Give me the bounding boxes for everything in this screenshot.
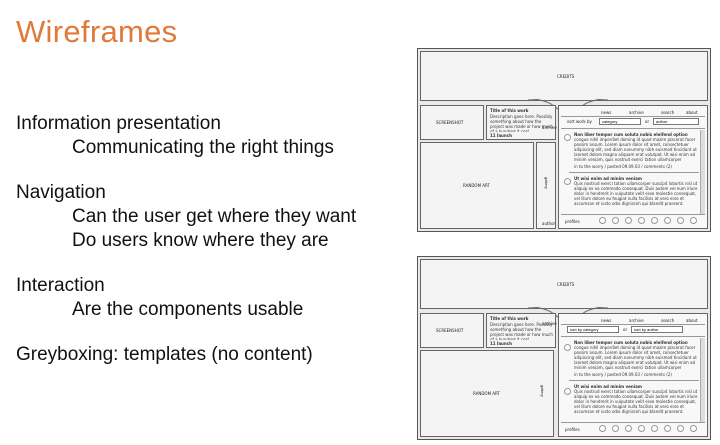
- screenshot-label: SCREENSHOT: [436, 328, 464, 333]
- sort-author-dropdown[interactable]: author: [653, 118, 699, 125]
- sort-or: or: [645, 119, 650, 124]
- post-text: congue nihil imperdiet doming id quod ma…: [574, 345, 697, 370]
- banner-label: CREDITS: [557, 74, 575, 79]
- post2-title[interactable]: Ut wisi enim ad minim veniam: [574, 384, 642, 389]
- bullet-list: Information presentation Communicating t…: [16, 112, 406, 367]
- random-art-label: RANDOM ART: [473, 391, 500, 396]
- profiles-link[interactable]: profiles: [565, 427, 580, 432]
- nav-about[interactable]: about: [686, 110, 698, 115]
- banner-box: CREDITS: [420, 51, 708, 101]
- slide-title: Wireframes: [16, 14, 178, 49]
- sort-label: sort work by: [567, 119, 592, 124]
- screenshot-box: SCREENSHOT: [420, 313, 484, 348]
- info-title: Title of this work: [490, 316, 529, 321]
- gallery-label: gallery: [544, 177, 549, 189]
- bullet-heading: Greyboxing: templates (no content): [16, 344, 313, 365]
- info-box: Title of this work Description goes here…: [486, 105, 556, 140]
- info-text: Description goes here. Possibly somethin…: [490, 114, 553, 132]
- nav-archive[interactable]: archive: [629, 318, 644, 323]
- screenshot-box: SCREENSHOT: [420, 105, 484, 140]
- bullet-heading: Information presentation: [16, 113, 221, 134]
- random-art-label: RANDOM ART: [463, 183, 490, 188]
- nav-search[interactable]: search: [661, 318, 675, 323]
- sort-author-dropdown[interactable]: sort by author: [631, 326, 683, 333]
- nav-news[interactable]: news: [601, 318, 612, 323]
- banner-label: CREDITS: [557, 282, 575, 287]
- post2-title[interactable]: Ut wisi enim ad minim veniam: [574, 176, 642, 181]
- gallery-strip: gallery: [536, 142, 556, 229]
- nav-about[interactable]: about: [686, 318, 698, 323]
- sort-category-dropdown[interactable]: category: [599, 118, 641, 125]
- info-text: Description goes here. Possibly somethin…: [490, 322, 553, 340]
- random-art-box: RANDOM ART gallery: [420, 350, 554, 437]
- nav-search[interactable]: search: [661, 110, 675, 115]
- archive-link[interactable]: archive: [542, 125, 557, 130]
- post-avatar-icon: [564, 344, 571, 351]
- post-avatar-icon: [564, 134, 571, 141]
- scrollbar[interactable]: [700, 338, 705, 422]
- bullet-sub: Are the components usable: [72, 299, 304, 320]
- info-link[interactable]: 11 launch: [490, 341, 512, 346]
- gallery-label: gallery: [540, 385, 545, 397]
- nav-news[interactable]: news: [601, 110, 612, 115]
- author-link[interactable]: author: [542, 221, 556, 226]
- post-text: congue nihil imperdiet doming id quod ma…: [574, 137, 697, 162]
- content-panel: news archive search about sort by catego…: [558, 313, 708, 437]
- post-title[interactable]: Non liber tempor cum soluta nobis eleife…: [574, 340, 688, 345]
- sort-category-dropdown[interactable]: sort by category: [567, 326, 619, 333]
- screenshot-label: SCREENSHOT: [436, 120, 464, 125]
- post-title[interactable]: Non liber tempor cum soluta nobis eleife…: [574, 132, 688, 137]
- post-meta: in to the worry / posted 09.09.03 / comm…: [574, 164, 672, 169]
- sort-or: or: [623, 327, 628, 332]
- info-box: Title of this work Description goes here…: [486, 313, 556, 348]
- bullet-heading: Navigation: [16, 182, 106, 203]
- archive-link[interactable]: archive: [542, 321, 557, 326]
- bullet-sub: Communicating the right things: [72, 137, 334, 158]
- wireframe-thumbnail-1: CREDITS SCREENSHOT Title of this work De…: [417, 48, 711, 232]
- scrollbar[interactable]: [700, 130, 705, 214]
- bullet-sub: Can the user get where they want: [72, 206, 357, 227]
- info-link[interactable]: 11 launch: [490, 133, 512, 138]
- nav-archive[interactable]: archive: [629, 110, 644, 115]
- post2-text: Quis nostrud exerci tation ullamcorper s…: [574, 181, 698, 206]
- random-art-box: RANDOM ART: [420, 142, 534, 229]
- bullet-sub: Do users know where they are: [72, 230, 329, 251]
- post-avatar-icon: [564, 178, 571, 185]
- bullet-heading: Interaction: [16, 275, 105, 296]
- banner-box: CREDITS: [420, 259, 708, 309]
- info-title: Title of this work: [490, 108, 529, 113]
- post-meta: in to the worry / posted 09.09.03 / comm…: [574, 372, 672, 377]
- post-avatar-icon: [564, 388, 571, 395]
- post2-text: Quis nostrud exerci tation ullamcorper s…: [574, 389, 698, 414]
- wireframe-thumbnail-2: CREDITS SCREENSHOT Title of this work De…: [417, 256, 711, 440]
- profiles-link[interactable]: profiles: [565, 219, 580, 224]
- content-panel: news archive search about sort work by c…: [558, 105, 708, 229]
